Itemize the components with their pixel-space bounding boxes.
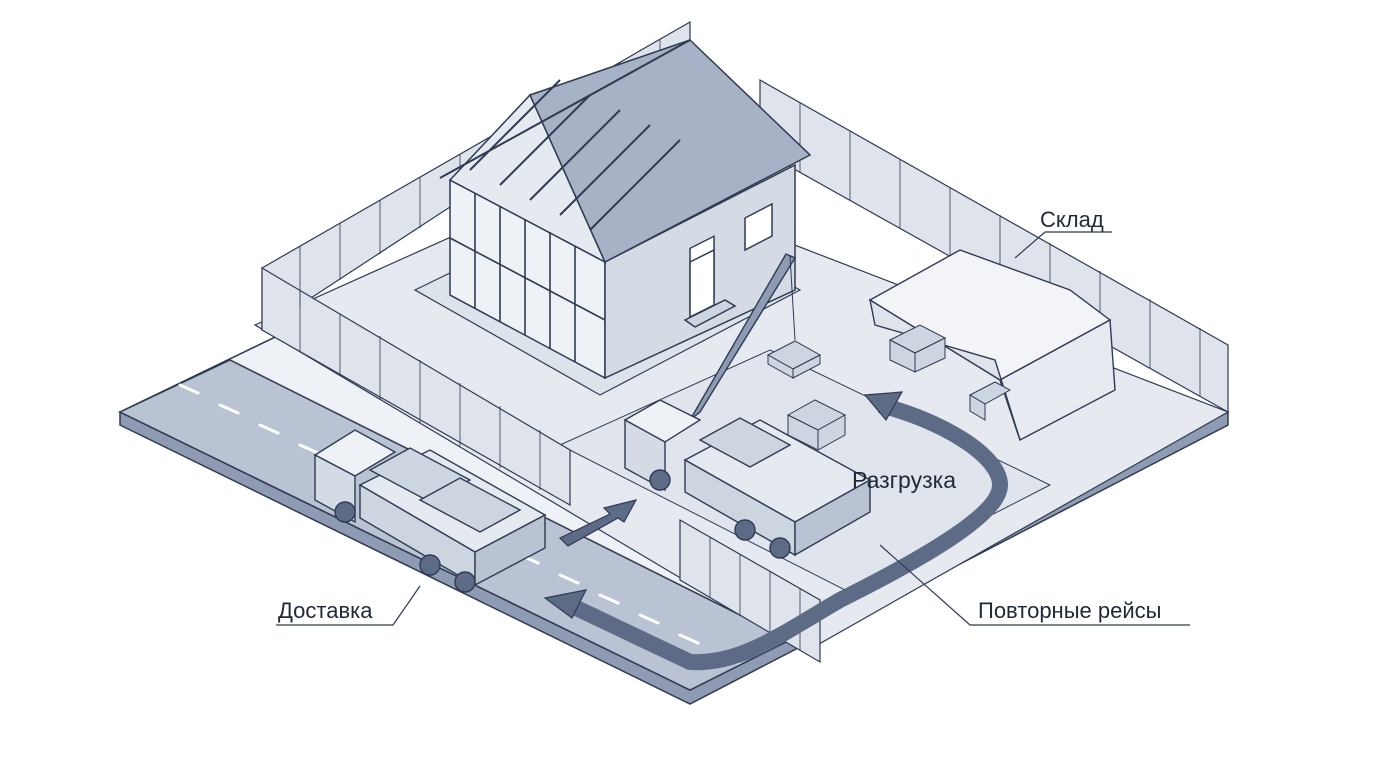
- label-storage: Склад: [1040, 207, 1104, 232]
- leader-lines: [276, 231, 1190, 626]
- crane-truck-icon: [623, 253, 872, 559]
- delivery-truck-icon: [313, 429, 547, 593]
- label-unloading: Разгрузка: [852, 467, 956, 493]
- flow-arrows: [543, 391, 1009, 671]
- label-delivery: Доставка: [278, 598, 373, 623]
- label-repeat-trips: Повторные рейсы: [978, 598, 1161, 623]
- arrow-delivery-to-unloading: [558, 499, 638, 547]
- house-frame-icon: [439, 39, 812, 380]
- fence-slats: [299, 39, 1201, 650]
- arrow-repeat-trips: [566, 397, 1009, 671]
- pallet-icon: [766, 340, 847, 451]
- arrow-repeat-head-bottom: [543, 589, 588, 619]
- storage-tent-icon: [868, 249, 1116, 442]
- arrow-repeat-head-top: [863, 391, 904, 422]
